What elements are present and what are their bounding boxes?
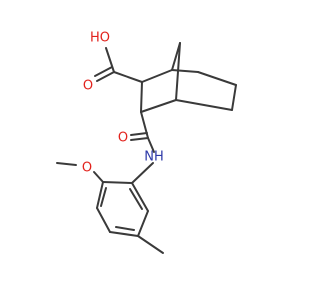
bond-c2-bridgehead-top (141, 69, 173, 83)
bond-ar-c3-c4 (96, 207, 111, 233)
bond-c7-bridgehead-bottom (175, 99, 233, 111)
bond-ar-c5-methyl (137, 235, 164, 254)
bond-ar-c1-c2 (102, 181, 133, 184)
bond-bridgehead-top-apex (171, 42, 181, 71)
bond-c2-c3 (140, 81, 143, 113)
bond-carboxyl-c-o-double-a (96, 71, 115, 82)
bond-ar-c5-c6 (137, 210, 149, 237)
bond-c2-carboxyl-c (113, 71, 143, 83)
aryl-ring (96, 181, 149, 237)
methoxy-oxygen-label: O (82, 161, 92, 176)
bond-apex-bridgehead-bottom (175, 42, 181, 101)
bond-carboxyl-c-oh (105, 47, 115, 73)
amide-nh-label: NH (144, 150, 164, 165)
bond-carboxyl-c-o-double-b (94, 66, 113, 77)
hydroxyl-label: HO (90, 31, 110, 46)
aryl-methyl-group (137, 235, 164, 254)
bond-ar-c2-methoxy-o (93, 171, 104, 183)
bond-amide-c-o-double-b (130, 132, 148, 136)
bond-ar-c6-c1 (131, 182, 149, 212)
carboxylic-acid-group (94, 47, 143, 83)
amide-group (130, 111, 155, 184)
bond-ar-inner-3 (129, 188, 143, 210)
bond-amide-c-o-double-a (130, 137, 149, 141)
molecule-structure: HO O O NH O (56, 31, 237, 254)
atom-labels: HO O O NH O (82, 31, 164, 176)
norbornane-skeleton (140, 42, 237, 113)
bond-c3-bridgehead-bottom (140, 99, 177, 113)
bond-ar-c2-c3 (96, 181, 104, 209)
bond-n-aryl-c1 (131, 162, 154, 184)
structure-canvas: HO O O NH O (56, 31, 237, 254)
bond-c6-c7 (231, 84, 237, 111)
carbonyl-acid-oxygen-label: O (83, 79, 93, 94)
bond-methoxy-o-ch3 (56, 162, 77, 166)
bond-ar-c4-c5 (109, 231, 139, 237)
amide-oxygen-label: O (118, 131, 128, 146)
bond-ar-inner-1 (100, 187, 107, 207)
bond-bridgehead-top-c5 (171, 69, 199, 73)
bond-c5-c6 (197, 71, 237, 86)
methoxy-group (56, 162, 104, 183)
bond-amide-c-n (147, 137, 155, 153)
bond-ar-inner-2 (115, 226, 135, 231)
